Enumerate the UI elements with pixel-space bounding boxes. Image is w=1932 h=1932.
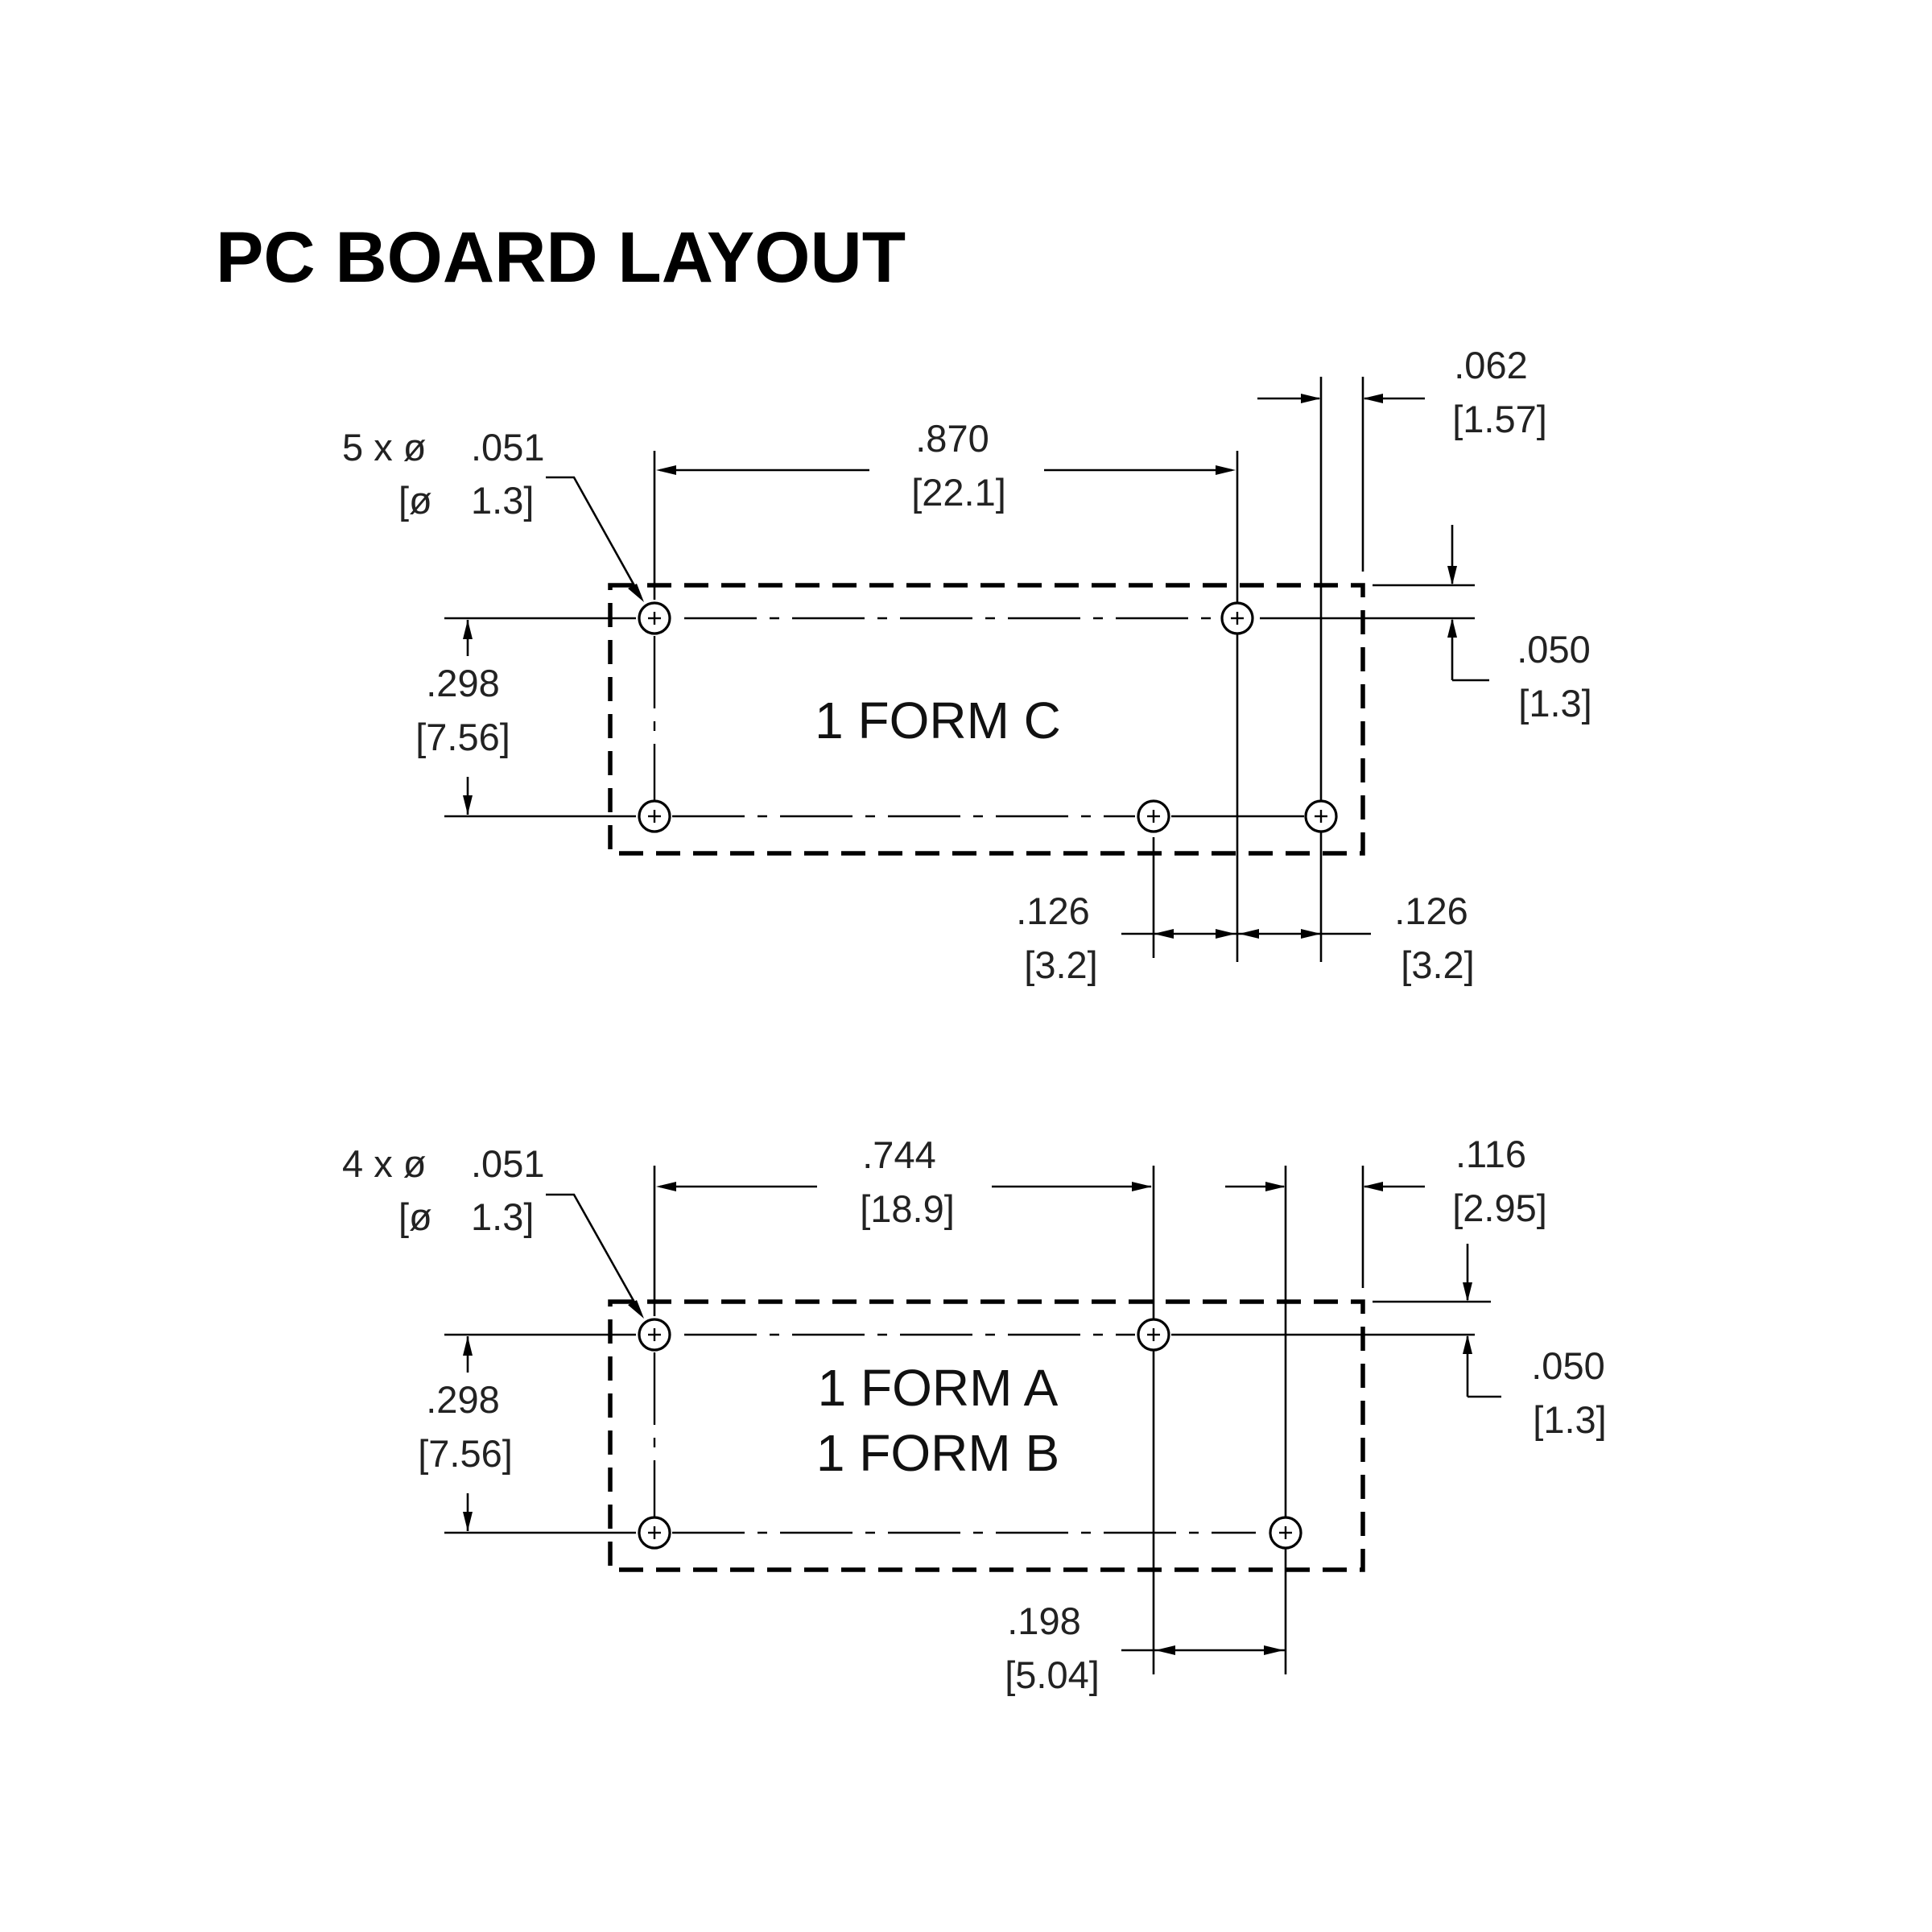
form-c-edge-offset-inch: .050: [1517, 628, 1590, 671]
form-c-pitch-mm: [22.1]: [911, 471, 1006, 514]
form-c-holes-qty: 5 x ø: [342, 426, 426, 469]
form-ab-hole: [1269, 1516, 1302, 1550]
form-ab-hole-dia-mm-prefix: [ø: [398, 1195, 432, 1238]
form-ab-pitch-inch: .744: [862, 1133, 935, 1176]
form-c-hole-dia-mm-prefix: [ø: [398, 479, 432, 522]
form-ab-row-spacing-inch: .298: [426, 1378, 499, 1421]
form-ab-hole: [638, 1516, 671, 1550]
form-ab-layout: .744 [18.9] .116 [2.95] .050 [1.3] .298 …: [342, 1133, 1607, 1696]
form-ab-hole-dia-inch: .051: [471, 1142, 544, 1185]
arrowhead: [628, 1300, 644, 1319]
form-c-hole-leader: [546, 476, 642, 597]
arrowhead: [1155, 1645, 1175, 1655]
arrowhead: [1264, 1645, 1284, 1655]
form-c-label: 1 FORM C: [815, 691, 1061, 749]
form-c-hole: [638, 799, 671, 833]
arrowhead: [1363, 1182, 1383, 1191]
arrowhead: [1447, 618, 1457, 638]
arrowhead: [1154, 929, 1174, 939]
form-ab-edge-offset-mm: [1.3]: [1533, 1398, 1606, 1441]
arrowhead: [1216, 929, 1236, 939]
form-ab-hole: [1137, 1318, 1170, 1352]
form-c-bottom-left-spacing-inch: .126: [1016, 890, 1089, 932]
form-ab-hole: [638, 1318, 671, 1352]
form-ab-edge-offset-right-mm: [2.95]: [1452, 1187, 1547, 1229]
arrowhead: [1301, 929, 1321, 939]
arrowhead: [463, 795, 473, 815]
form-c-hole: [1220, 601, 1254, 635]
form-c-bottom-left-spacing-mm: [3.2]: [1024, 943, 1097, 986]
arrowhead: [1447, 566, 1457, 585]
form-c-layout: .870 [22.1] .062 [1.57] .050 [1.3] .298 …: [342, 344, 1592, 986]
form-ab-hole-leader: [546, 1193, 642, 1313]
arrowhead: [1239, 929, 1259, 939]
form-a-label: 1 FORM A: [818, 1359, 1059, 1417]
arrowhead: [656, 465, 676, 475]
arrowhead: [463, 1512, 473, 1531]
form-c-edge-offset-mm: [1.3]: [1518, 682, 1591, 724]
form-b-label: 1 FORM B: [816, 1424, 1059, 1482]
arrowhead: [1301, 394, 1321, 403]
form-c-board-outline: [608, 583, 1365, 856]
form-ab-pitch-mm: [18.9]: [860, 1187, 955, 1230]
arrowhead: [1463, 1282, 1472, 1302]
form-ab-board-outline: [608, 1299, 1365, 1572]
arrowhead: [628, 584, 644, 602]
form-ab-bottom-spacing-inch: .198: [1007, 1600, 1080, 1642]
arrowhead: [463, 1336, 473, 1356]
arrowhead: [1363, 394, 1383, 403]
arrowhead: [1216, 465, 1236, 475]
form-ab-edge-offset-right-inch: .116: [1455, 1133, 1526, 1175]
form-c-hole-dia-inch: .051: [471, 426, 544, 469]
page-title: PC BOARD LAYOUT: [216, 217, 906, 297]
form-c-pin-width-mm: [1.57]: [1452, 398, 1547, 440]
arrowhead: [1463, 1335, 1472, 1354]
form-c-hole: [638, 601, 671, 635]
form-ab-bottom-spacing-mm: [5.04]: [1005, 1653, 1100, 1696]
form-c-row-spacing-inch: .298: [426, 662, 499, 704]
form-c-bottom-right-spacing-mm: [3.2]: [1401, 943, 1474, 986]
arrowhead: [656, 1182, 676, 1191]
arrowhead: [463, 620, 473, 639]
form-c-bottom-right-spacing-inch: .126: [1394, 890, 1468, 932]
form-c-hole-dia-mm: 1.3]: [471, 479, 534, 522]
form-ab-row-spacing-mm: [7.56]: [418, 1432, 513, 1475]
form-c-row-spacing-mm: [7.56]: [415, 716, 510, 758]
form-c-hole: [1304, 799, 1338, 833]
arrowhead: [1132, 1182, 1152, 1191]
form-ab-hole-dia-mm: 1.3]: [471, 1195, 534, 1238]
form-c-pin-width-inch: .062: [1454, 344, 1527, 386]
form-c-pitch-inch: .870: [915, 417, 989, 460]
form-c-hole: [1137, 799, 1170, 833]
form-ab-holes-qty: 4 x ø: [342, 1142, 426, 1185]
form-ab-edge-offset-inch: .050: [1531, 1344, 1604, 1387]
arrowhead: [1265, 1182, 1286, 1191]
